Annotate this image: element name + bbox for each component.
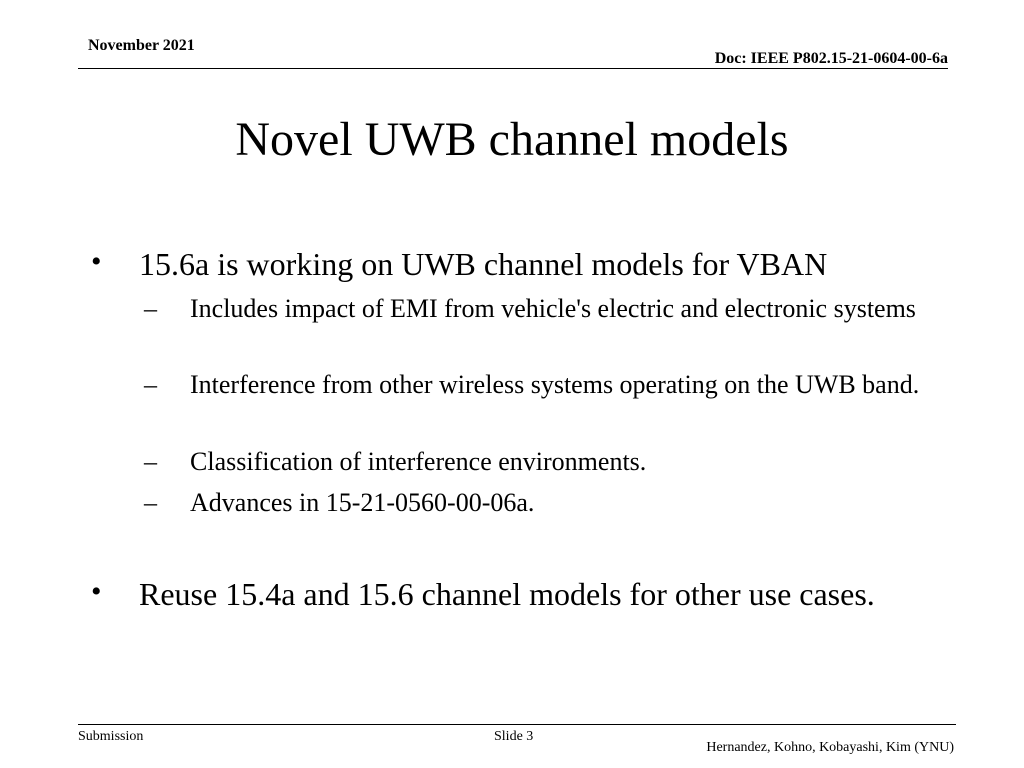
footer-divider (78, 724, 956, 725)
sub-bullet-marker: – (144, 447, 157, 476)
slide-title: Novel UWB channel models (235, 113, 789, 166)
header-doc-id: Doc: IEEE P802.15-21-0604-00-6a (714, 50, 948, 67)
footer-submission: Submission (78, 729, 144, 744)
sub-bullet-text: Classification of interference environme… (190, 447, 647, 476)
sub-bullet-text: Advances in 15-21-0560-00-06a. (190, 488, 535, 517)
header-divider (78, 68, 948, 69)
bullet-text: 15.6a is working on UWB channel models f… (139, 246, 828, 282)
sub-bullet-marker: – (144, 370, 157, 399)
sub-bullet-marker: – (144, 294, 157, 323)
sub-bullet-text: Interference from other wireless systems… (190, 370, 920, 399)
header-date: November 2021 (88, 37, 195, 54)
sub-bullet-text: Includes impact of EMI from vehicle's el… (190, 294, 916, 323)
sub-bullet-marker: – (144, 488, 157, 517)
bullet-text: Reuse 15.4a and 15.6 channel models for … (139, 576, 875, 612)
bullet-marker: • (91, 245, 102, 278)
bullet-marker: • (91, 575, 102, 608)
footer-authors: Hernandez, Kohno, Kobayashi, Kim (YNU) (706, 740, 954, 755)
footer-slide-number: Slide 3 (494, 729, 534, 744)
